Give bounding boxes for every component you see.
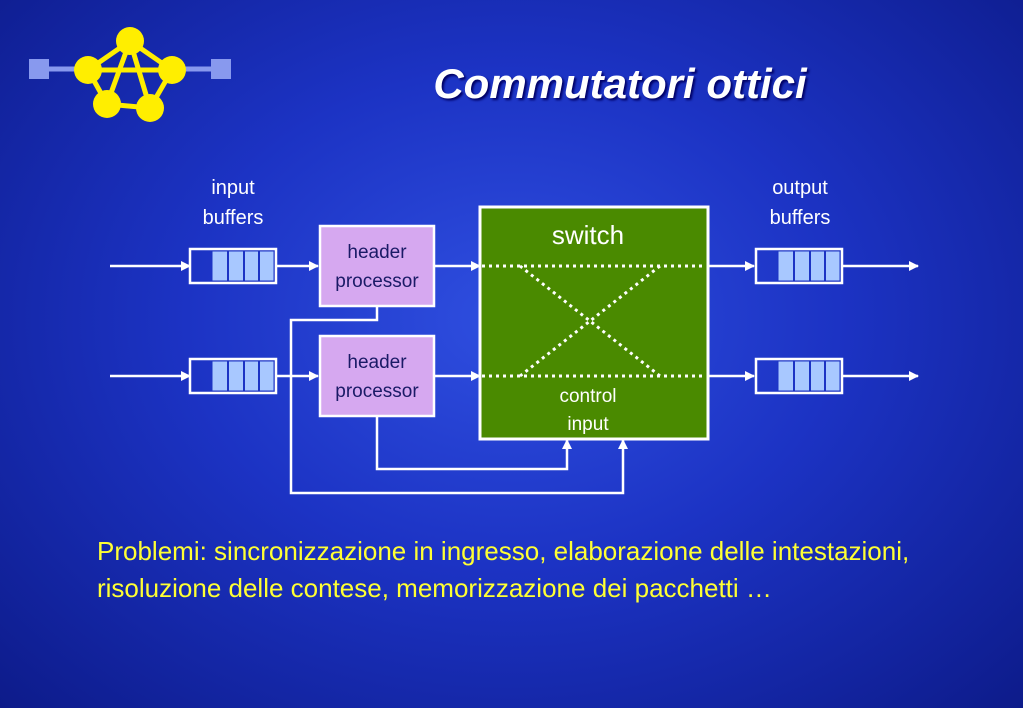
network-graph-icon: [29, 27, 231, 122]
switch-block: switch control input: [478, 205, 710, 441]
switch-label: switch: [552, 220, 624, 250]
optical-switch-diagram: input buffers output buffers: [181, 177, 919, 449]
svg-text:processor: processor: [335, 381, 419, 402]
slide-caption: Problemi: sincronizzazione in ingresso, …: [97, 536, 910, 603]
header-processor-2: header processor: [318, 334, 436, 418]
svg-text:header: header: [347, 242, 407, 263]
slide-title: Commutatori ottici: [433, 60, 807, 107]
output-buffer-2: [754, 357, 844, 395]
header-processor-1: header processor: [318, 224, 436, 308]
control-input-label: input: [567, 414, 609, 435]
svg-text:header: header: [347, 352, 407, 373]
output-buffer-1: [754, 247, 844, 285]
output-buffers-label: buffers: [770, 207, 831, 229]
svg-text:processor: processor: [335, 271, 419, 292]
input-buffers-label: input: [211, 177, 255, 199]
output-buffers-label: output: [772, 177, 828, 199]
control-input-label: control: [559, 386, 616, 407]
input-buffer-2: [188, 357, 278, 395]
input-buffer-1: [188, 247, 278, 285]
input-buffers-label: buffers: [203, 207, 264, 229]
